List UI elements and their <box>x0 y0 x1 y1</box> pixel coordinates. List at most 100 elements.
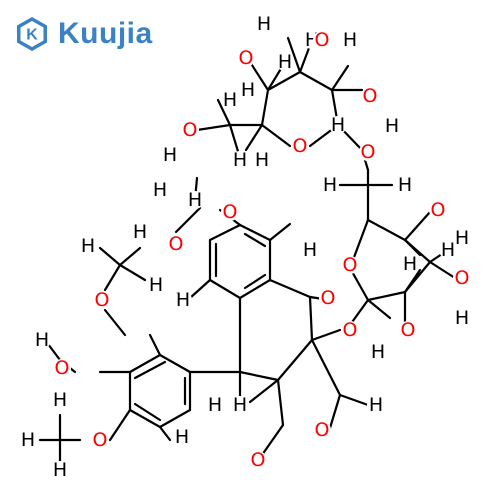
bond <box>188 278 212 300</box>
atom-label-backdrop <box>151 181 169 199</box>
bond <box>103 263 122 292</box>
atom-label-backdrop <box>453 309 471 327</box>
atom-label-backdrop <box>221 203 239 221</box>
atom-label-backdrop <box>329 116 347 134</box>
atom-label-backdrop <box>401 255 419 273</box>
oxygen-atom-label: O <box>251 449 266 471</box>
hydrogen-atom-label: H <box>343 29 357 51</box>
bond <box>238 278 272 300</box>
hydrogen-atom-label: H <box>176 289 190 311</box>
bond <box>103 308 127 337</box>
atom-label-backdrop <box>253 151 271 169</box>
bond <box>366 298 392 320</box>
bond <box>248 60 270 92</box>
oxygen-atom-label: O <box>455 267 470 289</box>
oxygen-atom-label: O <box>343 254 358 276</box>
bond <box>403 210 432 242</box>
bond <box>118 263 147 282</box>
atom-label-backdrop <box>231 151 249 169</box>
bond <box>260 423 285 457</box>
oxygen-atom-label: O <box>183 119 198 141</box>
bond <box>133 402 162 422</box>
atom-label-backdrop <box>147 276 165 294</box>
bond <box>308 295 314 342</box>
bond <box>348 298 370 327</box>
bond <box>366 290 407 302</box>
oxygen-atom-label: O <box>95 289 110 311</box>
atom-label-backdrop <box>131 223 149 241</box>
atom-label-backdrop <box>341 256 359 274</box>
bond <box>403 238 422 257</box>
hexagon-k-logo-icon: K <box>17 17 47 51</box>
atom-label-backdrop <box>51 461 69 479</box>
bond <box>286 36 302 74</box>
atom-label-backdrop <box>453 269 471 287</box>
atom-label-backdrop <box>239 81 257 99</box>
atom-label-backdrop <box>33 331 51 349</box>
atom-label-backdrop <box>361 87 379 105</box>
hydrogen-atom-label: H <box>441 239 455 261</box>
bond <box>338 393 370 407</box>
bond <box>128 408 162 429</box>
oxygen-atom-label: O <box>343 319 358 341</box>
atom-label-backdrop <box>237 49 255 67</box>
atom-label-layer: OHOHOHHHOHHHOHHHOHHOOHHOHOHOHOHHOHHOHHHO… <box>19 13 471 481</box>
bond <box>268 222 292 242</box>
hydrogen-atom-label: H <box>398 174 412 196</box>
hydrogen-atom-label: H <box>208 394 222 416</box>
atom-label-backdrop <box>174 291 192 309</box>
bond <box>260 88 270 127</box>
oxygen-atom-label: O <box>363 85 378 107</box>
hydrogen-atom-label: H <box>403 253 417 275</box>
brand-logo[interactable]: K Kuujia <box>14 14 153 54</box>
bond <box>310 338 342 397</box>
hydrogen-atom-label: H <box>175 426 189 448</box>
hydrogen-atom-label: H <box>278 51 292 73</box>
atom-label-backdrop <box>93 291 111 309</box>
bond <box>98 246 122 267</box>
bond <box>244 123 264 152</box>
atom-label-backdrop <box>79 237 97 255</box>
hydrogen-atom-label: H <box>455 307 469 329</box>
bond <box>330 64 350 92</box>
atom-label-backdrop <box>396 176 414 194</box>
atom-label-backdrop <box>383 117 401 135</box>
bond <box>243 232 267 248</box>
bond <box>158 425 172 442</box>
atom-label-backdrop <box>369 343 387 361</box>
atom-label-backdrop <box>19 431 37 449</box>
bond <box>216 98 232 127</box>
atom-label-backdrop <box>91 431 109 449</box>
atom-label-backdrop <box>453 229 471 247</box>
oxygen-atom-label: O <box>315 419 330 441</box>
atom-label-backdrop <box>341 321 359 339</box>
bond <box>108 408 132 442</box>
atom-label-backdrop <box>341 31 359 49</box>
oxygen-atom-label: O <box>93 429 108 451</box>
atom-label-backdrop <box>186 191 204 209</box>
atom-label-backdrop <box>313 421 331 439</box>
atom-label-backdrop <box>399 321 417 339</box>
hydrogen-atom-label: H <box>233 149 247 171</box>
oxygen-atom-label: O <box>315 29 330 51</box>
oxygen-atom-label: O <box>321 287 336 309</box>
hydrogen-atom-label: H <box>153 179 167 201</box>
hydrogen-atom-label: H <box>323 174 337 196</box>
bond <box>328 393 342 430</box>
oxygen-atom-label: O <box>401 319 416 341</box>
brand-name: Kuujia <box>58 17 153 50</box>
atom-label-backdrop <box>221 91 239 109</box>
bond <box>128 353 162 374</box>
bond <box>118 246 142 267</box>
bond <box>266 70 302 92</box>
oxygen-atom-label: O <box>223 201 238 223</box>
atom-label-backdrop <box>173 428 191 446</box>
oxygen-atom-label: O <box>431 199 446 221</box>
hydrogen-atom-label: H <box>163 144 177 166</box>
bond <box>238 370 280 382</box>
hydrogen-atom-label: H <box>369 394 383 416</box>
hydrogen-atom-label: H <box>188 189 202 211</box>
oxygen-atom-label: O <box>293 135 308 157</box>
hydrogen-atom-label: H <box>81 235 95 257</box>
